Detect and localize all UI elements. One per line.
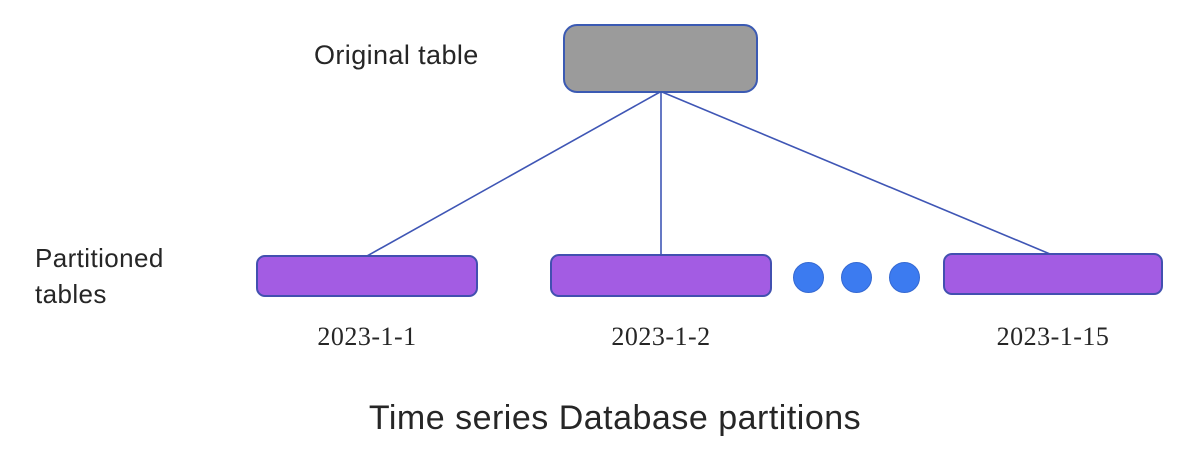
partition-date-label: 2023-1-15: [996, 322, 1110, 351]
original-table-label: Original table: [314, 40, 479, 70]
partition-node-2023-1-1: [256, 255, 478, 297]
connector-line-left: [366, 91, 661, 257]
ellipsis-dot: [793, 262, 824, 293]
connector-line-right: [661, 91, 1051, 255]
ellipsis-dots: [793, 262, 920, 293]
partition-node-2023-1-15: [943, 253, 1163, 295]
diagram-title: Time series Database partitions: [368, 399, 862, 437]
partition-date-label: 2023-1-1: [317, 322, 417, 351]
ellipsis-dot: [841, 262, 872, 293]
partition-node-2023-1-2: [550, 254, 772, 297]
ellipsis-dot: [889, 262, 920, 293]
partition-date-label: 2023-1-2: [611, 322, 711, 351]
original-table-node: [563, 24, 758, 93]
partitioned-tables-label: Partitioned tables: [35, 243, 164, 310]
